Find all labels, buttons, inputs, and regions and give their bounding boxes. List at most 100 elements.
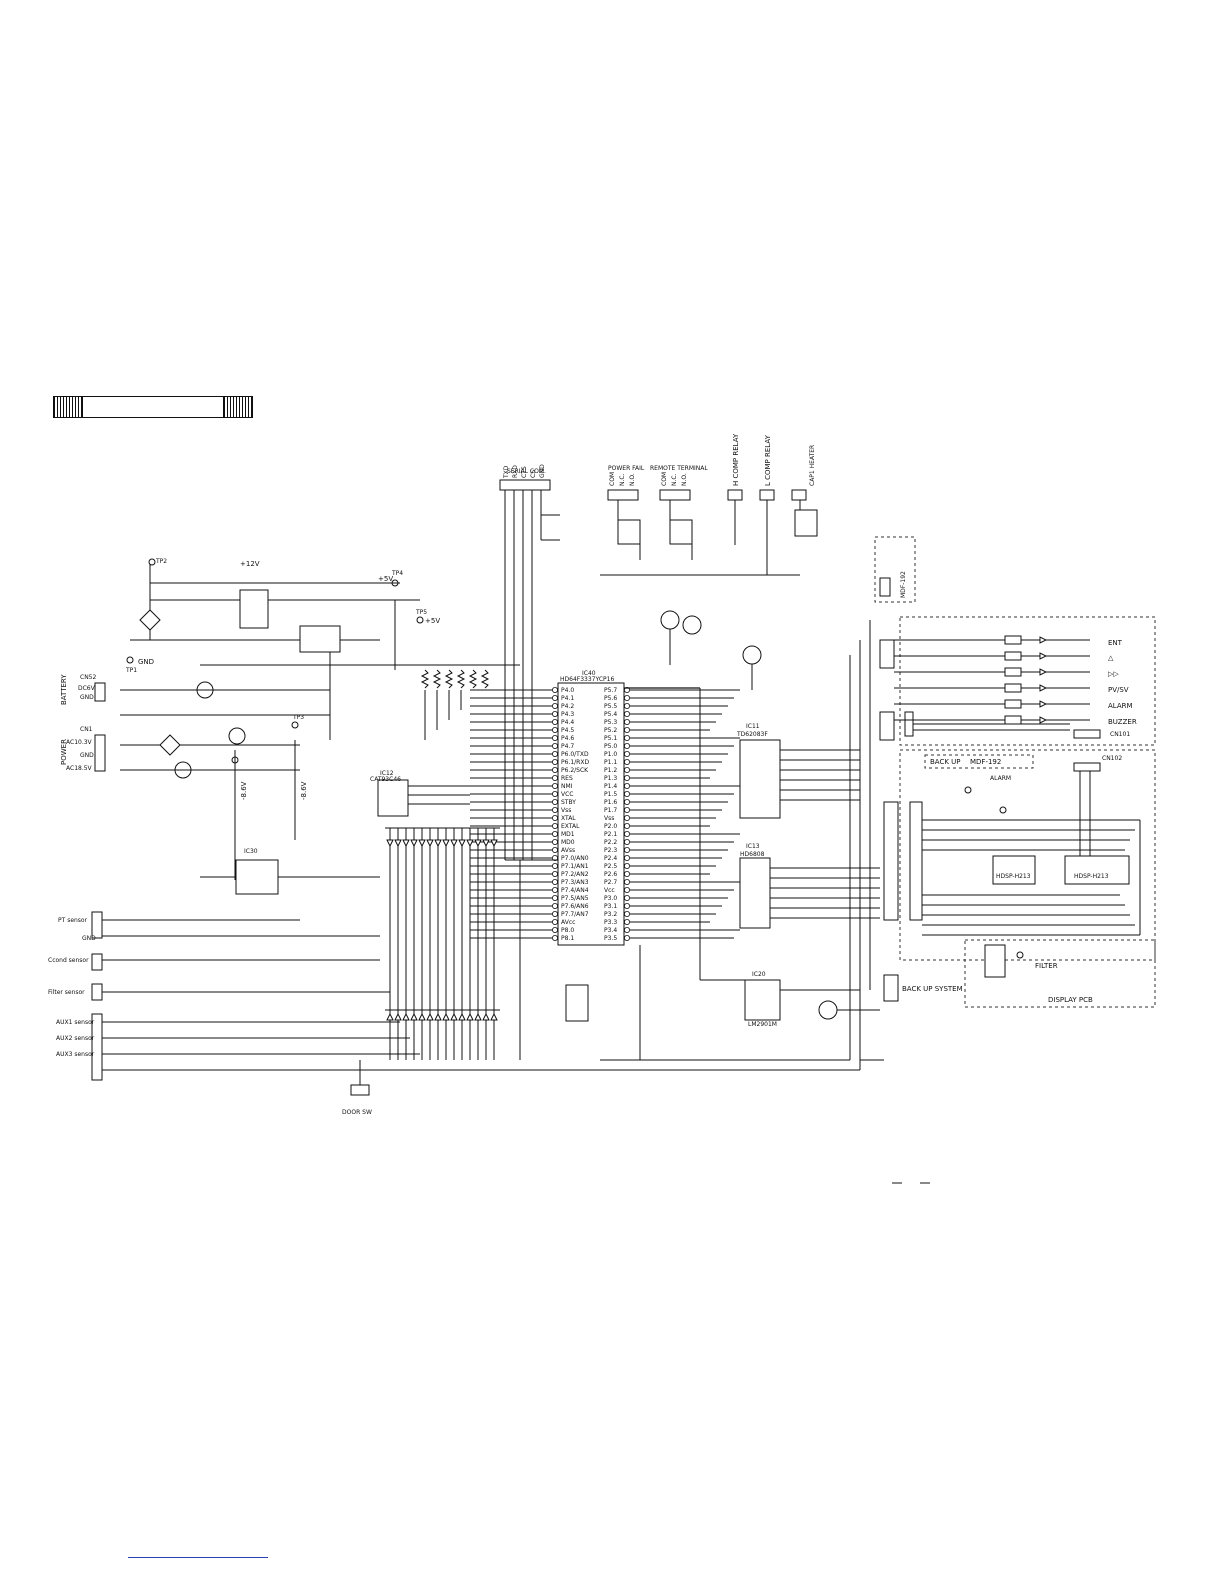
mcu-left-pin-label: P4.0: [561, 687, 574, 694]
mcu-right-pin-label: P2.0: [604, 823, 617, 830]
mcu-left-pin: [552, 759, 559, 766]
mcu-left-pin-label: P4.7: [561, 743, 574, 750]
mcu-right-pin: [624, 863, 631, 870]
mcu-right-pin: [624, 815, 631, 822]
pf-pin-0: COM: [609, 472, 616, 486]
ic13-part: HD6808: [740, 851, 765, 858]
mcu-ref: IC40: [582, 670, 596, 677]
power-label: POWER: [60, 739, 68, 765]
ccond-sensor-label: Ccond sensor: [48, 957, 89, 964]
ac18-label: AC18.5V: [66, 765, 93, 772]
seven-seg-left: [992, 855, 1036, 885]
mcu-right-pin: [624, 855, 631, 862]
battery-label: BATTERY: [60, 674, 68, 705]
ic20-part: LM2901M: [748, 1021, 777, 1028]
diode-array: [385, 827, 500, 1060]
key-ff: ▷▷: [1108, 670, 1119, 678]
seg1-part: HDSP-H213: [996, 873, 1031, 880]
ic12-part: CAT93C46: [370, 776, 401, 783]
mcu-left-pin-label: P8.0: [561, 927, 574, 934]
diode-symbol: [442, 839, 450, 848]
diode-symbol: [442, 1012, 450, 1021]
mcu-right-pin-label: P2.6: [604, 871, 617, 878]
mcu-left-pin: [552, 911, 559, 918]
mcu-right-pin: [624, 703, 631, 710]
tact-switch: [1004, 635, 1022, 645]
mcu-right-pin-label: Vss: [604, 815, 614, 822]
serial-pin-3: CS: [530, 470, 537, 478]
header-right-hatch: [224, 397, 252, 417]
mcu-left-pin-label: P4.6: [561, 735, 574, 742]
seven-seg-right: [1064, 855, 1130, 885]
mcu-right-pin: [624, 927, 631, 934]
switch-diode: [1039, 700, 1048, 708]
main-mcu: IC40 HD64F3337YCP16 P4.0P4.1P4.2P4.3P4.4…: [470, 670, 740, 946]
footer-link[interactable]: [128, 1557, 268, 1558]
mcu-right-pin-label: P1.0: [604, 751, 617, 758]
mcu-left-pin: [552, 927, 559, 934]
mcu-right-pin: [624, 847, 631, 854]
diode-symbol: [450, 839, 458, 848]
mcu-right-pin: [624, 735, 631, 742]
mcu-left-pin: [552, 783, 559, 790]
mcu-right-pin: [624, 895, 631, 902]
filter-sensor-label: Filter sensor: [48, 989, 85, 996]
diode-symbol: [490, 1012, 498, 1021]
mcu-left-pin: [552, 743, 559, 750]
mcu-left-pin-label: P7.4/AN4: [561, 887, 589, 894]
resistor-bank: [420, 664, 490, 740]
mcu-right-pin: [624, 887, 631, 894]
label-n86-b: -8.6V: [300, 781, 308, 800]
mcu-left-pin-label: P7.7/AN7: [561, 911, 589, 918]
mcu-left-pin: [552, 871, 559, 878]
mcu-left-pin-label: EXTAL: [561, 823, 580, 830]
comparator-ic: IC20 LM2901M: [744, 971, 880, 1028]
mcu-left-pin-label: VCC: [561, 791, 573, 798]
tact-switch: [1004, 651, 1022, 661]
mcu-left-pin-label: XTAL: [561, 815, 576, 822]
mcu-right-pin-label: P2.7: [604, 879, 617, 886]
mcu-right-pin-label: P3.5: [604, 935, 617, 942]
diode-symbol: [410, 1012, 418, 1021]
header-left-hatch: [54, 397, 82, 417]
mcu-right-pin-label: P5.6: [604, 695, 617, 702]
rt-pin-1: N.C.: [671, 473, 678, 486]
mcu-right-pin: [624, 879, 631, 886]
mcu-left-pin: [552, 839, 559, 846]
pt-sensor-label: PT sensor: [58, 917, 88, 924]
mdf192-top-label: MDF-192: [900, 571, 907, 598]
mcu-left-pin: [552, 815, 559, 822]
backup-title: BACK UP: [930, 758, 961, 766]
display-pcb: ENT △ ▷▷ PV/SV ALARM BUZZER CN101 BACK U…: [879, 616, 1156, 1008]
diode-symbol: [426, 1012, 434, 1021]
ic11-label: IC11: [746, 723, 760, 730]
diode-symbol: [474, 839, 482, 848]
mcu-left-pin-label: P7.3/AN3: [561, 879, 589, 886]
display-pcb-label: DISPLAY PCB: [1048, 996, 1093, 1004]
mcu-left-pin: [552, 703, 559, 710]
mcu-right-pin: [624, 839, 631, 846]
ic30-label: IC30: [244, 848, 258, 855]
mcu-right-pin: [624, 807, 631, 814]
diode-symbol: [394, 1012, 402, 1021]
diode-symbol: [458, 839, 466, 848]
mcu-left-pin-label: STBY: [561, 799, 576, 806]
label-n86-a: -8.6V: [240, 781, 248, 800]
latch-ic: IC13 HD6808: [739, 843, 880, 929]
tp1-label: TP1: [125, 667, 137, 674]
mcu-right-pin-label: P1.1: [604, 759, 617, 766]
pt-gnd-label: GND: [82, 935, 96, 942]
diode-symbol: [402, 839, 410, 848]
ac10-label: AC10.3V: [66, 739, 93, 746]
ic13-label: IC13: [746, 843, 760, 850]
mcu-right-pin-label: P2.1: [604, 831, 617, 838]
switch-diode: [1039, 652, 1048, 660]
diode-symbol: [466, 839, 474, 848]
switch-rows: [894, 635, 1090, 725]
diode-symbol: [434, 839, 442, 848]
mcu-left-pin: [552, 935, 559, 942]
mcu-right-pin-label: P1.4: [604, 783, 617, 790]
mcu-right-pin-label: P5.3: [604, 719, 617, 726]
mcu-left-pin: [552, 727, 559, 734]
power-fail-label: POWER FAIL: [608, 465, 645, 472]
